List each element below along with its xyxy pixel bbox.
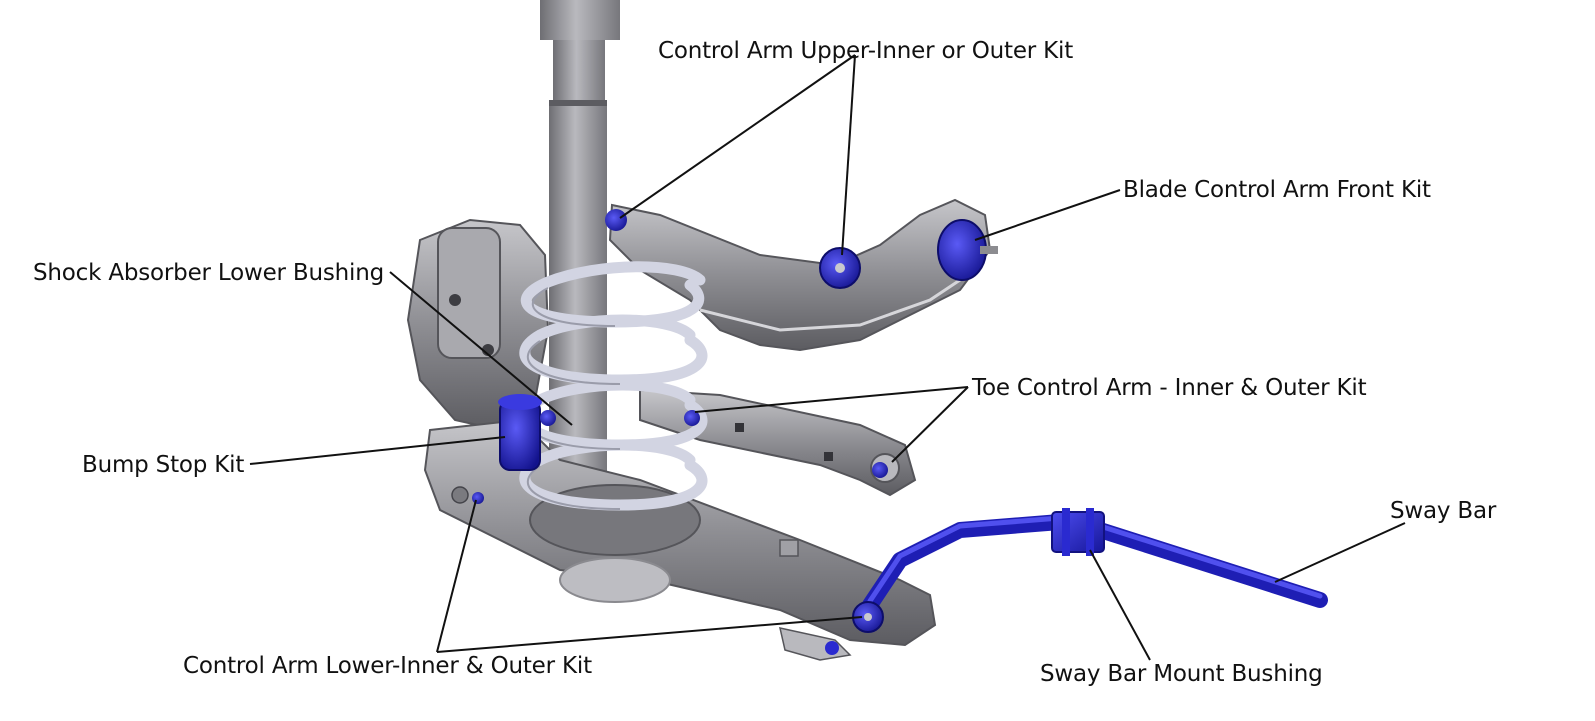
leader-toe-inner — [694, 386, 969, 413]
strut-shock — [540, 0, 620, 480]
leader-upper-inner — [619, 54, 856, 219]
leader-lines — [249, 54, 1406, 661]
label-control-arm-lower: Control Arm Lower-Inner & Outer Kit — [183, 653, 592, 679]
leader-bump — [249, 436, 506, 465]
leader-shock — [389, 271, 573, 426]
sway-bar — [862, 508, 1328, 613]
sway-bar-link — [779, 627, 852, 661]
label-shock-absorber-lower: Shock Absorber Lower Bushing — [33, 260, 384, 286]
leader-sway-mount — [1089, 549, 1151, 661]
label-bump-stop: Bump Stop Kit — [82, 452, 245, 478]
label-control-arm-upper: Control Arm Upper-Inner or Outer Kit — [658, 38, 1074, 64]
leader-lower-inner — [436, 499, 477, 653]
leader-sway — [1274, 522, 1406, 583]
blue-bushings — [472, 209, 998, 633]
leader-blade — [974, 189, 1121, 241]
leader-toe-outer — [891, 386, 969, 463]
label-toe-control-arm: Toe Control Arm - Inner & Outer Kit — [972, 375, 1367, 401]
label-blade-control-arm: Blade Control Arm Front Kit — [1123, 177, 1431, 203]
label-sway-bar: Sway Bar — [1390, 498, 1497, 524]
leader-lower-outer — [436, 616, 863, 653]
label-sway-bar-mount: Sway Bar Mount Bushing — [1040, 661, 1323, 687]
leader-upper-outer — [841, 54, 856, 256]
